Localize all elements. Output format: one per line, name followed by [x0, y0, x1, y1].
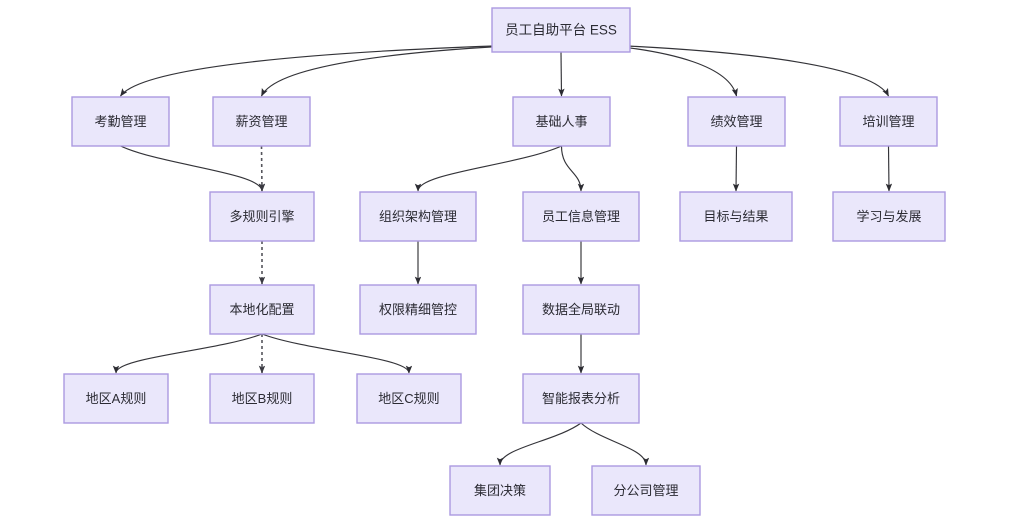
node-[interactable]: 员工信息管理	[522, 191, 640, 242]
node-[interactable]: 权限精细管控	[359, 284, 477, 335]
node-[interactable]: 分公司管理	[591, 465, 701, 516]
node-box[interactable]	[687, 96, 786, 147]
edge--to-	[732, 145, 740, 192]
node-box[interactable]	[832, 191, 946, 242]
node-[interactable]: 培训管理	[839, 96, 938, 147]
edge--to-c	[261, 333, 413, 374]
node-box[interactable]	[209, 284, 315, 335]
node-box[interactable]	[522, 373, 640, 424]
node-box[interactable]	[522, 284, 640, 335]
node-[interactable]: 多规则引擎	[209, 191, 315, 242]
node-box[interactable]	[359, 284, 477, 335]
node-[interactable]: 本地化配置	[209, 284, 315, 335]
node-box[interactable]	[679, 191, 793, 242]
edge--to-	[560, 145, 585, 192]
nodes-layer: 员工自助平台 ESS 考勤管理薪资管理 基础人事 绩效管理 培训管理多规则引擎组织架构管…	[63, 7, 946, 516]
node-box[interactable]	[212, 96, 311, 147]
node-[interactable]: 智能报表分析	[522, 373, 640, 424]
node-[interactable]: 目标与结果	[679, 191, 793, 242]
node-box[interactable]	[359, 191, 477, 242]
edges-layer	[112, 45, 893, 466]
node-[interactable]: 组织架构管理	[359, 191, 477, 242]
edge--to-	[120, 145, 266, 192]
node-box[interactable]	[449, 465, 551, 516]
node-box[interactable]	[839, 96, 938, 147]
node-box[interactable]	[209, 191, 315, 242]
node-box[interactable]	[512, 96, 611, 147]
node-[interactable]: 数据全局联动	[522, 284, 640, 335]
edge--to-	[580, 422, 650, 466]
node-box[interactable]	[71, 96, 170, 147]
edge-ess-to-	[120, 45, 495, 97]
node-ess[interactable]: 员工自助平台 ESS	[491, 7, 631, 53]
edge--to-a	[112, 333, 263, 374]
node-box[interactable]	[209, 373, 315, 424]
node-[interactable]: 薪资管理	[212, 96, 311, 147]
edge--to-	[885, 145, 893, 192]
edge--to-	[414, 145, 562, 192]
node-box[interactable]	[591, 465, 701, 516]
edge-ess-to-	[260, 45, 509, 97]
edge--to-	[496, 422, 582, 466]
edge--to-	[258, 145, 266, 192]
node-box[interactable]	[522, 191, 640, 242]
node-box[interactable]	[63, 373, 169, 424]
node-b[interactable]: 地区B规则	[209, 373, 315, 424]
node-box[interactable]	[356, 373, 462, 424]
node-a[interactable]: 地区A规则	[63, 373, 169, 424]
node-box[interactable]	[491, 7, 631, 53]
node-[interactable]: 集团决策	[449, 465, 551, 516]
edge-ess-to-	[613, 45, 738, 97]
edge-ess-to-	[627, 45, 890, 97]
node-c[interactable]: 地区C规则	[356, 373, 462, 424]
node-[interactable]: 考勤管理	[71, 96, 170, 147]
node-[interactable]: 基础人事	[512, 96, 611, 147]
edge-ess-to-	[558, 51, 565, 97]
node-[interactable]: 学习与发展	[832, 191, 946, 242]
node-[interactable]: 绩效管理	[687, 96, 786, 147]
